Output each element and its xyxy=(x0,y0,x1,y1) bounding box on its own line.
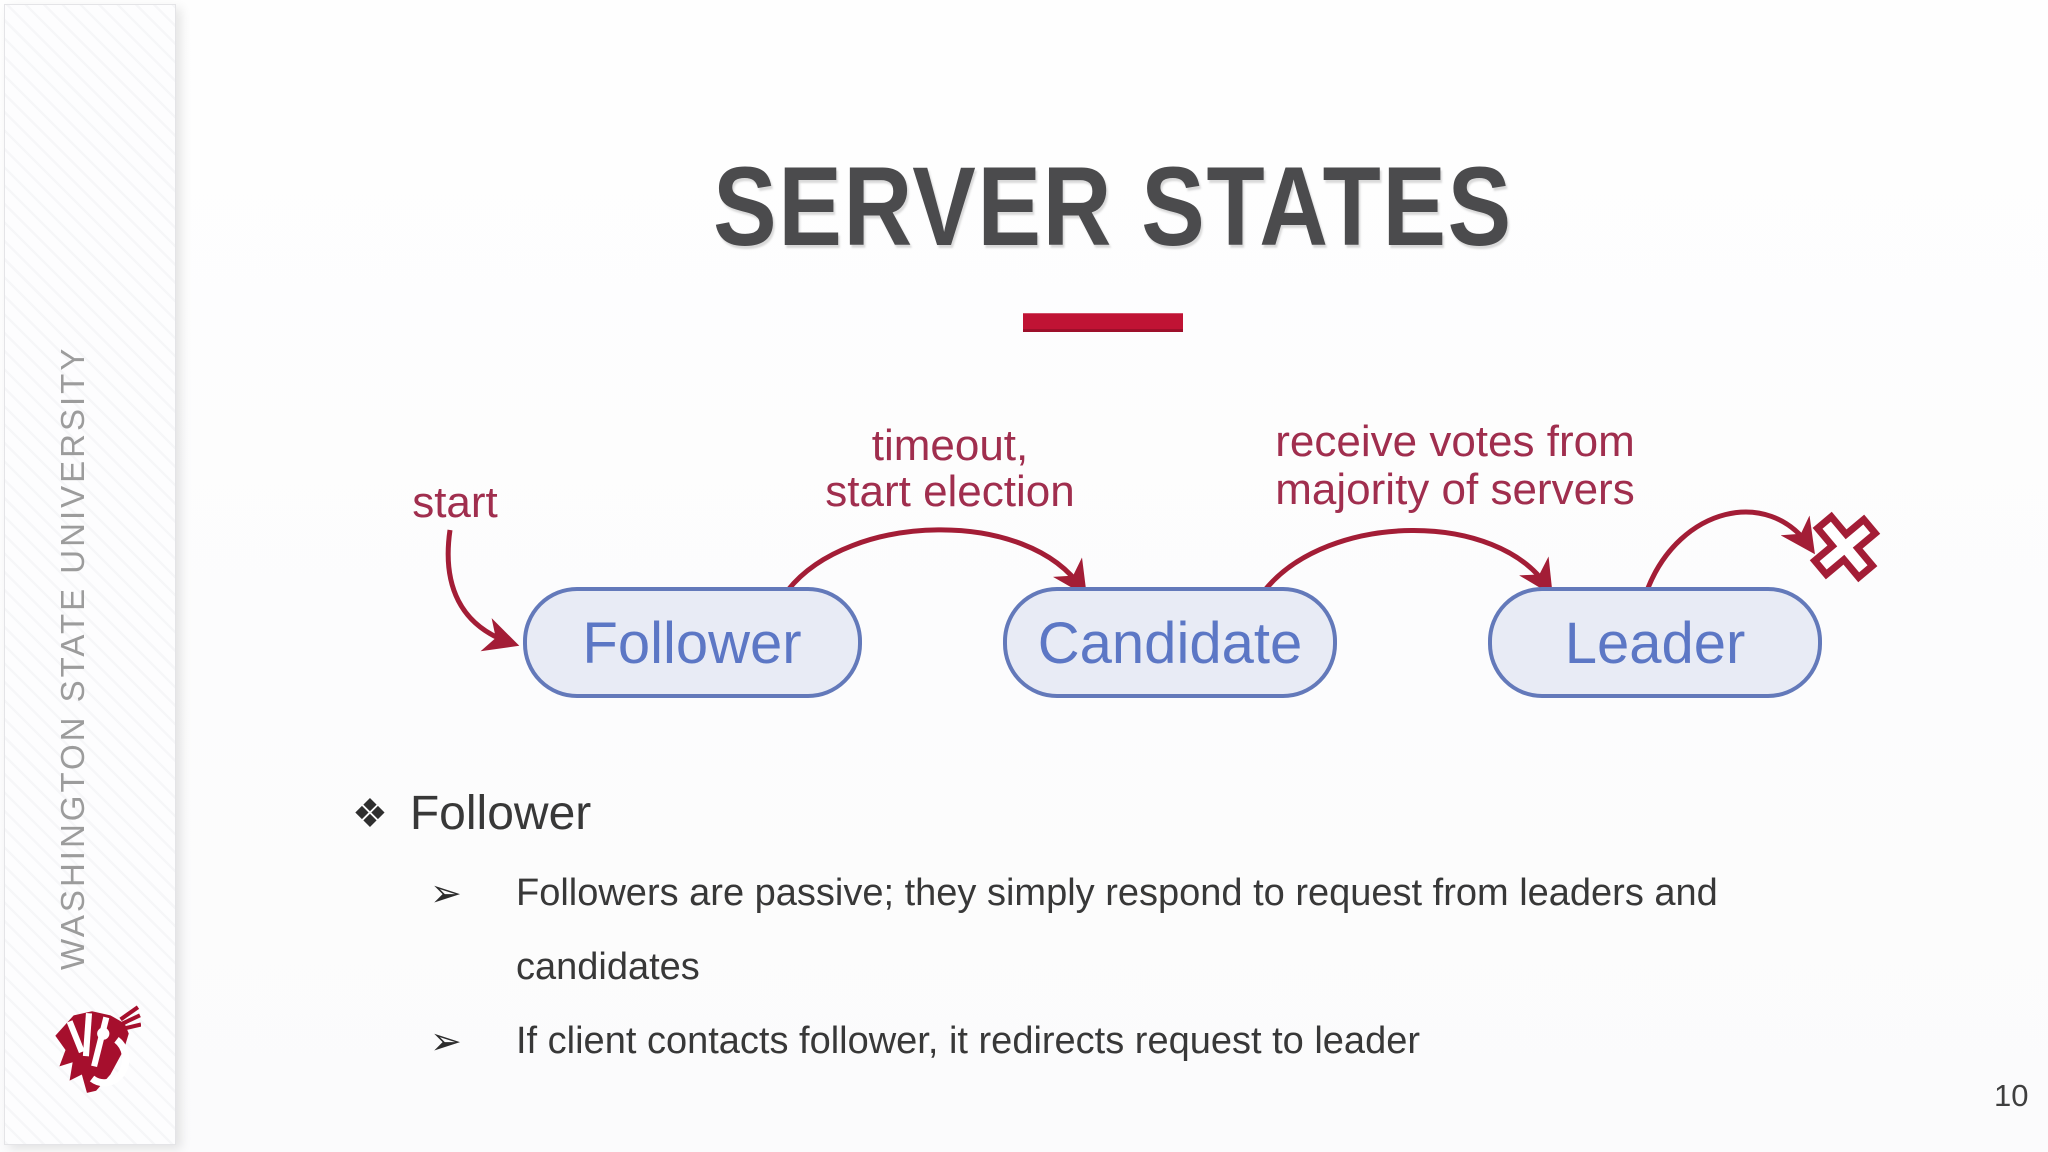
edge-label-start: start xyxy=(412,478,498,527)
arrow-start-to-follower xyxy=(445,529,520,652)
arrow-bullet-icon: ➢ xyxy=(430,872,462,915)
sub-bullet-list: ➢ Followers are passive; they simply res… xyxy=(430,856,1718,1078)
state-candidate: Candidate xyxy=(1003,587,1337,698)
arrow-follower-to-candidate xyxy=(786,527,1087,597)
sub-bullet-text: If client contacts follower, it redirect… xyxy=(516,1019,1420,1062)
state-candidate-label: Candidate xyxy=(1038,611,1302,676)
edge-label-votes-line2: majority of servers xyxy=(1275,465,1634,514)
state-follower-label: Follower xyxy=(582,611,801,676)
list-item: ➢ If client contacts follower, it redire… xyxy=(430,1004,1718,1078)
list-item: ➢ Followers are passive; they simply res… xyxy=(430,856,1718,930)
arrow-bullet-icon: ➢ xyxy=(430,1020,462,1063)
sub-bullet-text: Followers are passive; they simply respo… xyxy=(516,871,1718,914)
raft-state-diagram: Follower Candidate Leader start timeout,… xyxy=(412,417,1881,698)
university-name: WASHINGTON STATE UNIVERSITY xyxy=(54,345,91,971)
state-follower: Follower xyxy=(523,587,862,698)
title-accent-bar xyxy=(1023,313,1183,332)
sidebar: WASHINGTON STATE UNIVERSITY xyxy=(4,4,176,1145)
sub-bullet-text: candidates xyxy=(516,945,700,988)
state-leader-label: Leader xyxy=(1565,611,1746,676)
edge-label-timeout-line1: timeout, xyxy=(872,421,1029,470)
diamond-bullet-icon: ❖ xyxy=(352,792,388,836)
edge-label-votes-line1: receive votes from xyxy=(1275,417,1634,466)
arrow-candidate-to-leader xyxy=(1263,528,1553,596)
bullet-follower: ❖ Follower xyxy=(352,790,591,838)
list-item: candidates xyxy=(430,930,1718,1004)
bullet-follower-title: Follower xyxy=(409,787,592,840)
page-number: 10 xyxy=(1994,1078,2029,1113)
page-title: SERVER STATES xyxy=(713,144,1513,269)
edge-label-timeout-line2: start election xyxy=(825,467,1074,516)
state-leader: Leader xyxy=(1488,587,1822,698)
wsu-cougar-logo-icon xyxy=(55,1005,141,1093)
arrow-leader-to-x xyxy=(1645,509,1815,589)
x-cross-icon xyxy=(1809,511,1881,583)
